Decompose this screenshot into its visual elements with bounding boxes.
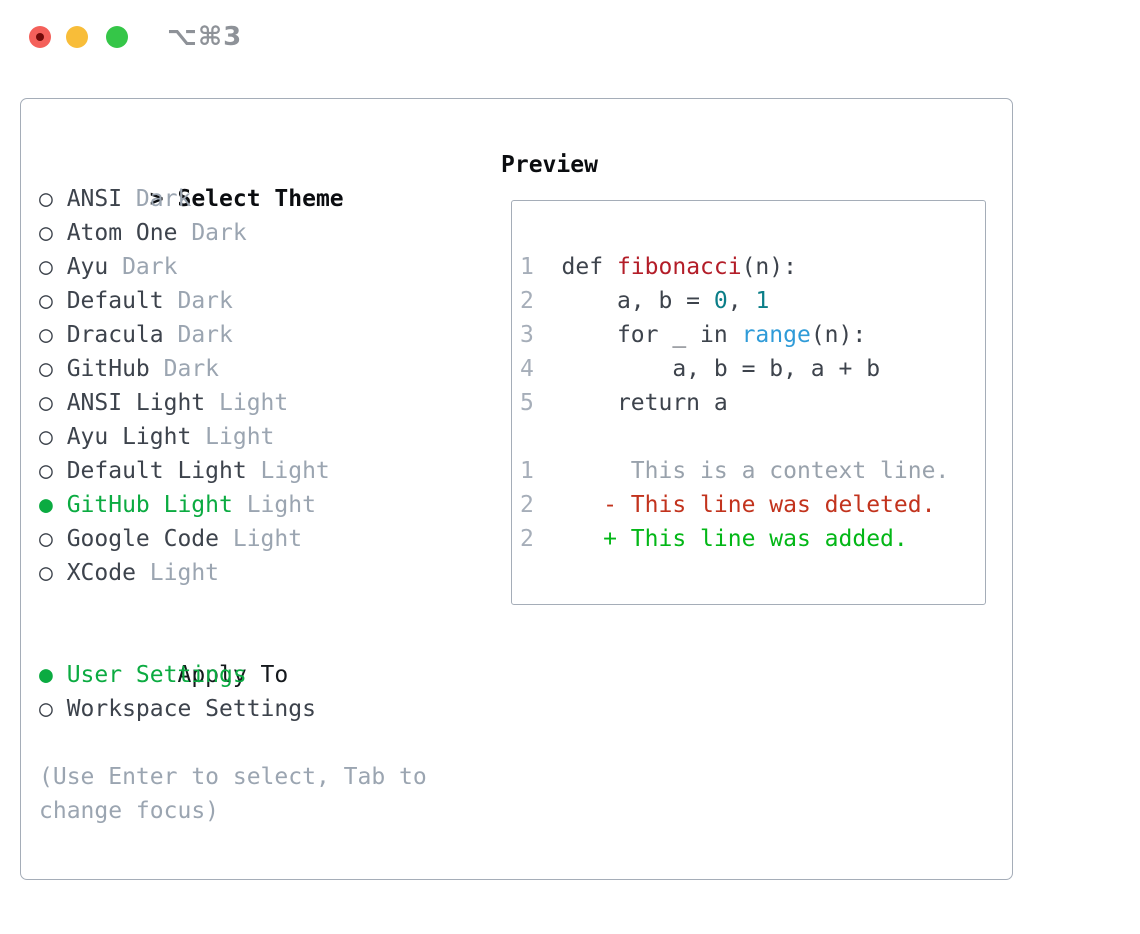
- option-label: Ayu: [66, 254, 109, 280]
- radio-icon: ○: [39, 560, 53, 586]
- zoom-button[interactable]: [106, 26, 128, 48]
- theme-option-atom-one[interactable]: ○ Atom One Dark: [39, 216, 451, 250]
- radio-icon: ○: [39, 356, 53, 382]
- variant-label: Dark: [135, 186, 192, 212]
- option-label: XCode: [66, 560, 136, 586]
- code-line: 2 a, b = 0, 1: [520, 288, 770, 314]
- theme-option-github-light[interactable]: ● GitHub Light Light: [39, 488, 451, 522]
- close-button[interactable]: [29, 26, 51, 48]
- apply-option-workspace-settings[interactable]: ○ Workspace Settings: [39, 692, 451, 726]
- keyboard-hint: (Use Enter to select, Tab to change focu…: [39, 764, 427, 824]
- variant-label: Light: [219, 390, 289, 416]
- option-label: Workspace Settings: [66, 696, 316, 722]
- code-line: 3 for _ in range(n):: [520, 322, 867, 348]
- code-line: 1 This is a context line.: [520, 458, 950, 484]
- preview-code-box: 1 def fibonacci(n): 2 a, b = 0, 1 3 for _ …: [511, 200, 986, 605]
- minimize-button[interactable]: [66, 26, 88, 48]
- radio-icon: ○: [39, 424, 53, 450]
- code-line: 4 a, b = b, a + b: [520, 356, 881, 382]
- theme-option-ansi[interactable]: ○ ANSI Dark: [39, 182, 451, 216]
- option-label: Default Light: [66, 458, 247, 484]
- variant-label: Dark: [177, 288, 233, 314]
- preview-column: Preview 1 def fibonacci(n): 2 a, b = 0, 1…: [501, 148, 1001, 605]
- select-theme-title: Select Theme: [177, 186, 344, 212]
- select-theme-header: > Select Theme: [39, 148, 451, 212]
- radio-icon: ○: [39, 220, 53, 246]
- block-gap: [520, 420, 985, 454]
- variant-label: Dark: [122, 254, 178, 280]
- theme-option-ayu-light[interactable]: ○ Ayu Light Light: [39, 420, 451, 454]
- option-label: GitHub Light: [66, 492, 233, 518]
- radio-icon: ○: [39, 254, 53, 280]
- apply-option-list: ● User Settings ○ Workspace Settings: [39, 658, 451, 726]
- option-label: Default: [66, 288, 164, 314]
- theme-option-github[interactable]: ○ GitHub Dark: [39, 352, 451, 386]
- close-dot-icon: [36, 33, 44, 41]
- theme-option-xcode[interactable]: ○ XCode Light: [39, 556, 451, 590]
- theme-option-default[interactable]: ○ Default Dark: [39, 284, 451, 318]
- prompt-icon: >: [149, 186, 164, 212]
- variant-label: Light: [205, 424, 275, 450]
- python-code-block: 1 def fibonacci(n): 2 a, b = 0, 1 3 for _ …: [520, 250, 985, 420]
- preview-title: Preview: [501, 152, 598, 178]
- code-line: 1 def fibonacci(n):: [520, 254, 797, 280]
- radio-selected-icon: ●: [39, 492, 53, 518]
- option-label: Ayu Light: [66, 424, 192, 450]
- variant-label: Light: [260, 458, 330, 484]
- window-title: ⌥⌘3: [167, 22, 243, 52]
- titlebar: ⌥⌘3: [0, 0, 1140, 74]
- radio-icon: ○: [39, 390, 53, 416]
- variant-label: Dark: [163, 356, 220, 382]
- variant-label: Light: [246, 492, 316, 518]
- option-label: Atom One: [66, 220, 178, 246]
- theme-option-default-light[interactable]: ○ Default Light Light: [39, 454, 451, 488]
- apply-to-header: Apply To: [39, 624, 451, 688]
- option-label: GitHub: [66, 356, 150, 382]
- diff-code-block: 1 This is a context line. 2 - This line w…: [520, 454, 985, 556]
- radio-icon: ○: [39, 696, 53, 722]
- code-line: 2 - This line was deleted.: [520, 492, 936, 518]
- option-label: Dracula: [66, 322, 164, 348]
- option-label: ANSI Light: [66, 390, 206, 416]
- radio-selected-icon: ●: [39, 662, 53, 688]
- variant-label: Light: [149, 560, 220, 586]
- variant-label: Dark: [177, 322, 233, 348]
- radio-icon: ○: [39, 458, 53, 484]
- code-line: 2 + This line was added.: [520, 526, 908, 552]
- code-line: 5 return a: [520, 390, 728, 416]
- radio-icon: ○: [39, 288, 53, 314]
- radio-icon: ○: [39, 186, 53, 212]
- apply-to-title: Apply To: [177, 662, 289, 688]
- option-label: Google Code: [66, 526, 220, 552]
- radio-icon: ○: [39, 526, 53, 552]
- option-label: User Settings: [66, 662, 247, 688]
- theme-option-dracula[interactable]: ○ Dracula Dark: [39, 318, 451, 352]
- variant-label: Dark: [191, 220, 247, 246]
- apply-option-user-settings[interactable]: ● User Settings: [39, 658, 451, 692]
- theme-option-ansi-light[interactable]: ○ ANSI Light Light: [39, 386, 451, 420]
- radio-icon: ○: [39, 322, 53, 348]
- option-label: ANSI: [66, 186, 123, 212]
- variant-label: Light: [232, 526, 303, 552]
- theme-option-google-code[interactable]: ○ Google Code Light: [39, 522, 451, 556]
- theme-option-ayu[interactable]: ○ Ayu Dark: [39, 250, 451, 284]
